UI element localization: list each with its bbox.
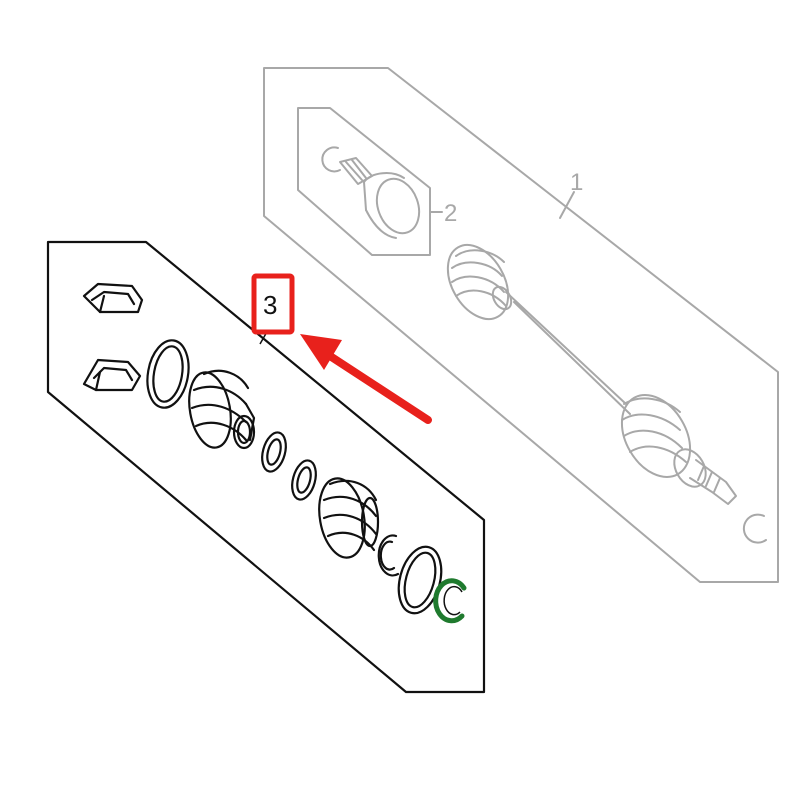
- boot-ring-large-icon: [146, 339, 190, 409]
- boot-kit-outline: [46, 240, 486, 694]
- outer-boot-icon: [318, 477, 380, 559]
- inner-joint-panel: [297, 107, 431, 256]
- callout-1-label: 1: [570, 169, 583, 196]
- boot-kit-panel: [46, 240, 486, 694]
- inner-joint-housing-icon: [375, 177, 421, 235]
- drive-shaft-assembly-panel: [263, 67, 779, 583]
- assembly-stub-spline-icon: [689, 459, 737, 505]
- assembly-outer-boot-icon: [620, 394, 707, 488]
- assembly-shaft-bar: [505, 291, 631, 415]
- clamp-icon: [82, 358, 142, 392]
- clamp-icon: [82, 282, 144, 314]
- shaft-assembly-outline: [263, 67, 779, 583]
- assembly-inner-boot-icon: [446, 244, 513, 320]
- inner-joint-clip-icon: [321, 146, 341, 173]
- c-clip-icon: [377, 534, 400, 577]
- small-ring-icon: [261, 431, 287, 473]
- callout-3-label: 3: [263, 290, 277, 320]
- assembly-end-clip-icon: [742, 513, 767, 544]
- boot-ring-large-icon: [397, 545, 443, 615]
- inner-boot-icon: [188, 369, 256, 450]
- callout-3-highlight-box: [251, 273, 295, 335]
- callout-1-leader: [559, 191, 575, 219]
- small-ring-icon: [291, 459, 317, 501]
- callout-2-label: 2: [444, 200, 457, 227]
- red-arrow-icon: [300, 334, 432, 424]
- green-circlip-icon: [433, 578, 467, 624]
